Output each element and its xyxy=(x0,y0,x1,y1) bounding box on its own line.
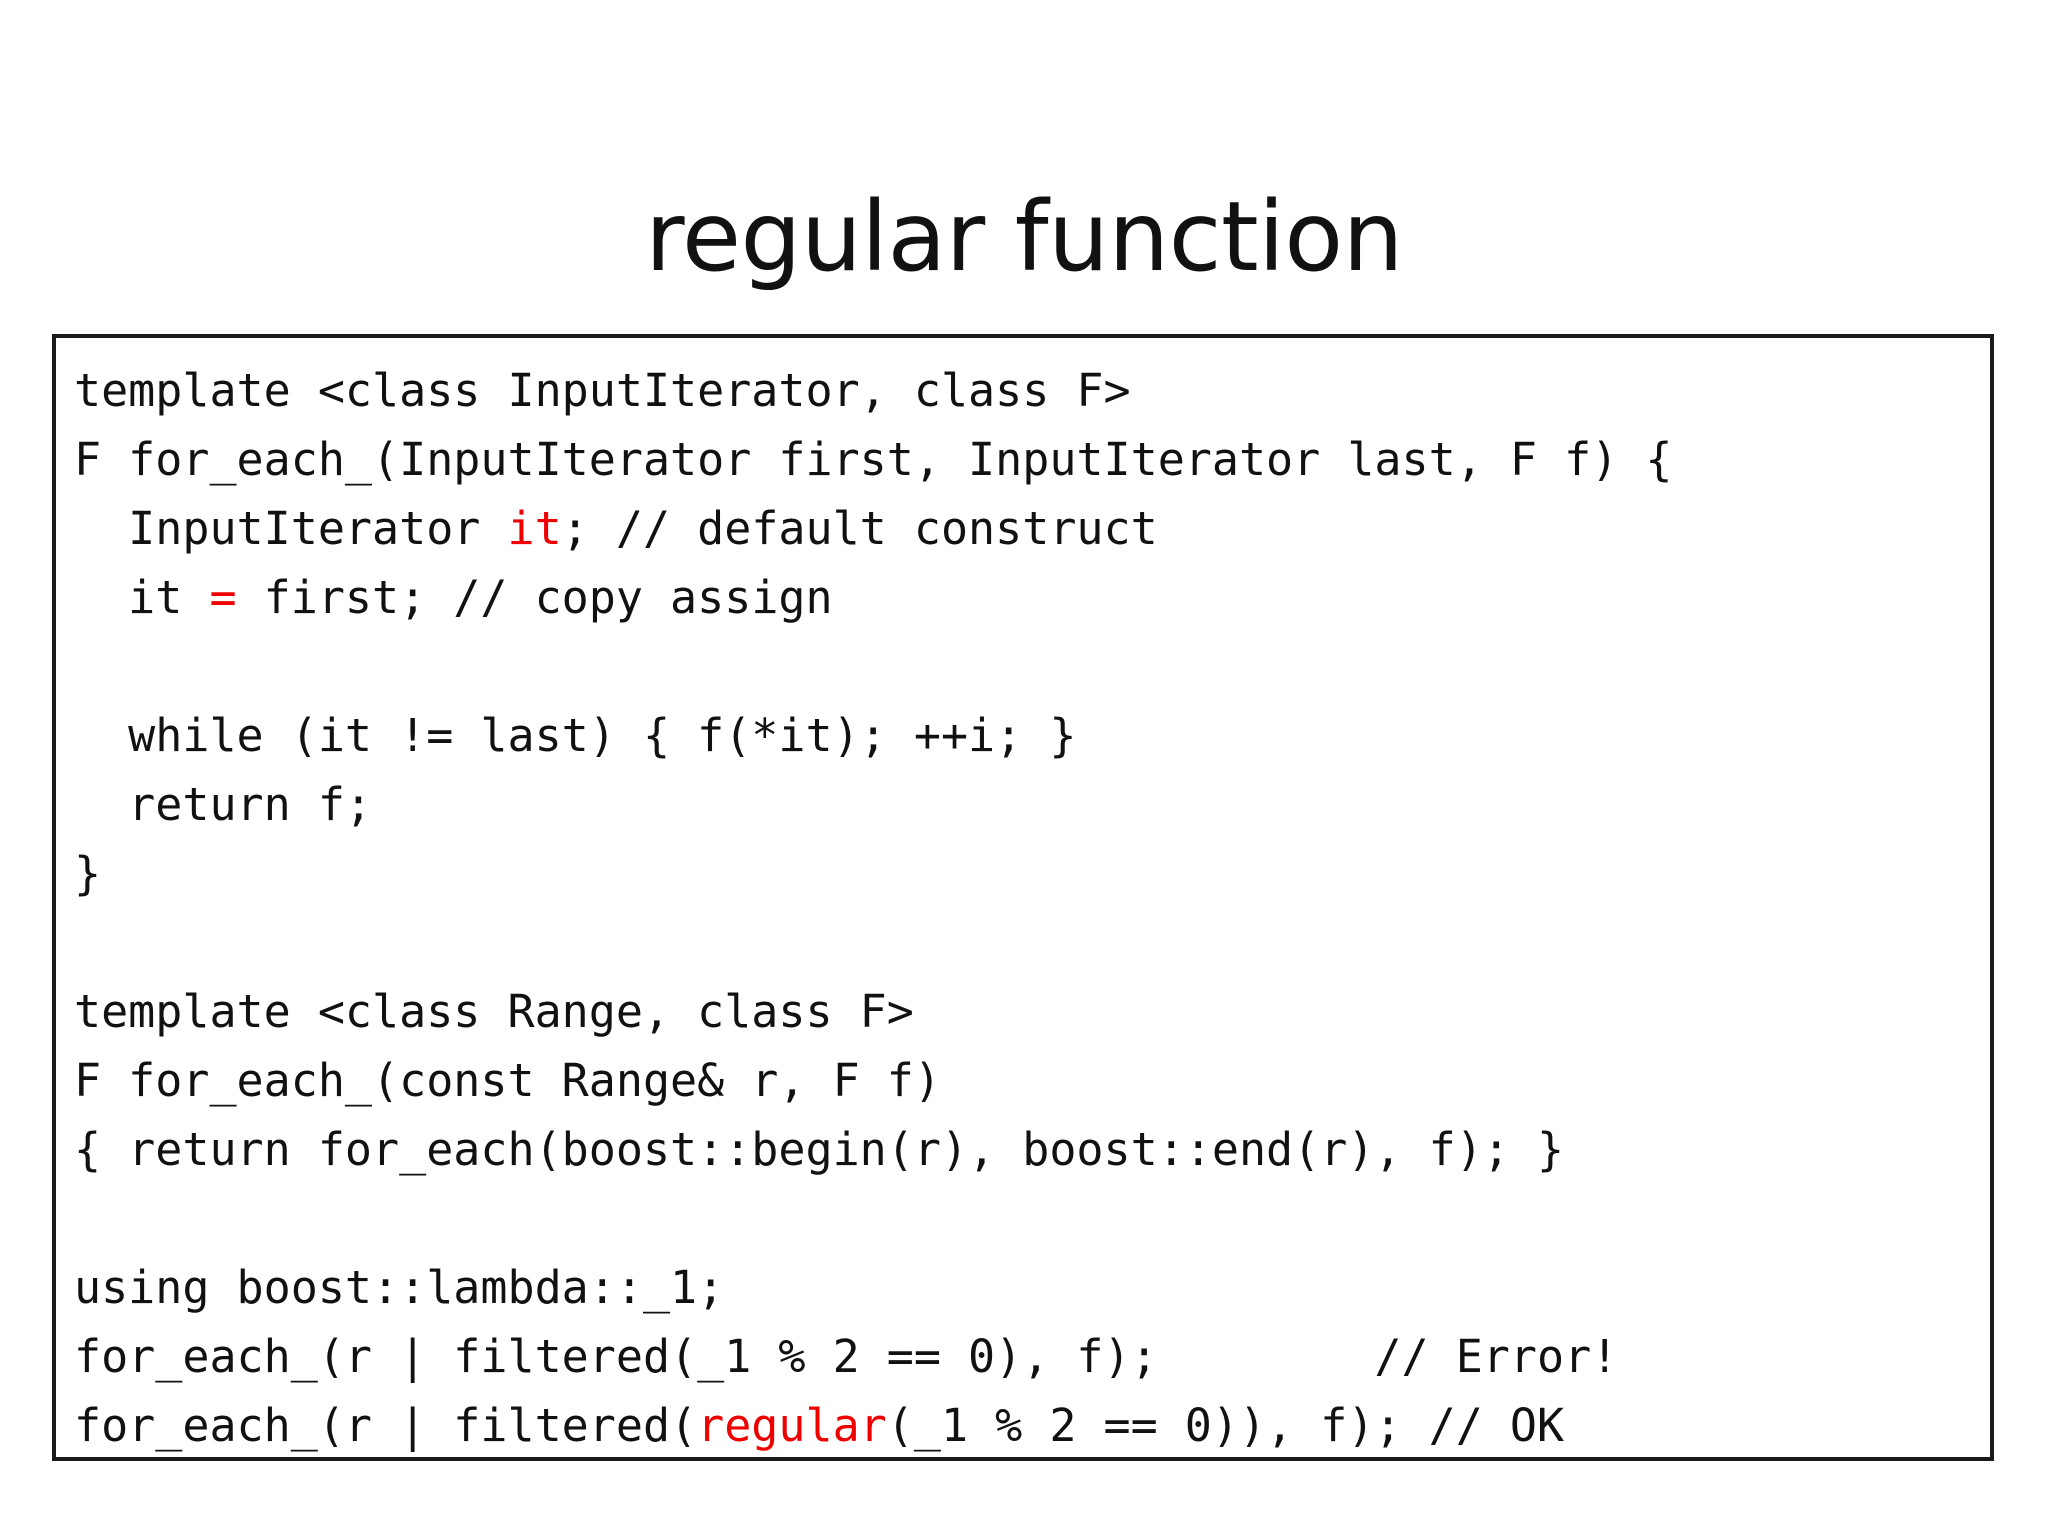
code-token-highlight: = xyxy=(209,571,237,624)
code-line: } xyxy=(74,839,1990,908)
code-line xyxy=(74,908,1990,977)
code-token-highlight: regular xyxy=(697,1399,887,1452)
code-token: it xyxy=(74,571,210,624)
code-line xyxy=(74,632,1990,701)
code-token-highlight: it xyxy=(507,502,562,555)
code-token: F for_each_(const Range& r, F f) xyxy=(74,1054,941,1107)
code-token: first; // copy assign xyxy=(236,571,833,624)
code-listing: template <class InputIterator, class F> F… xyxy=(74,356,1990,1457)
code-line xyxy=(74,1184,1990,1253)
code-token: return f; xyxy=(74,778,373,831)
code-token: (_1 % 2 == 0)), f); // OK xyxy=(886,1399,1565,1452)
code-token: } xyxy=(74,847,102,900)
code-line: it = first; // copy assign xyxy=(74,563,1990,632)
code-line: for_each_(r | filtered(_1 % 2 == 0), f);… xyxy=(74,1322,1990,1391)
code-token: template <class Range, class F> xyxy=(74,985,914,1038)
code-token: template <class InputIterator, class F> xyxy=(74,364,1131,417)
code-token: ; // default construct xyxy=(561,502,1158,555)
code-line: F for_each_(InputIterator first, InputIt… xyxy=(74,425,1990,494)
page-title: regular function xyxy=(645,181,1403,294)
code-line: InputIterator it; // default construct xyxy=(74,494,1990,563)
code-line: template <class Range, class F> xyxy=(74,977,1990,1046)
code-token: using boost::lambda::_1; xyxy=(74,1261,725,1314)
code-line: while (it != last) { f(*it); ++i; } xyxy=(74,701,1990,770)
code-line: template <class InputIterator, class F> xyxy=(74,356,1990,425)
code-line: return f; xyxy=(74,770,1990,839)
code-line: for_each_(r | filtered(regular(_1 % 2 ==… xyxy=(74,1391,1990,1457)
code-token: while (it != last) { f(*it); ++i; } xyxy=(74,709,1077,762)
code-token: InputIterator xyxy=(74,502,508,555)
code-token: for_each_(r | filtered( xyxy=(74,1399,698,1452)
code-line: F for_each_(const Range& r, F f) xyxy=(74,1046,1990,1115)
code-token: { return for_each(boost::begin(r), boost… xyxy=(74,1123,1565,1176)
code-line: using boost::lambda::_1; xyxy=(74,1253,1990,1322)
code-token: F for_each_(InputIterator first, InputIt… xyxy=(74,433,1673,486)
code-block: template <class InputIterator, class F> F… xyxy=(52,334,1994,1461)
code-token: for_each_(r | filtered(_1 % 2 == 0), f);… xyxy=(74,1330,1619,1383)
code-line: { return for_each(boost::begin(r), boost… xyxy=(74,1115,1990,1184)
